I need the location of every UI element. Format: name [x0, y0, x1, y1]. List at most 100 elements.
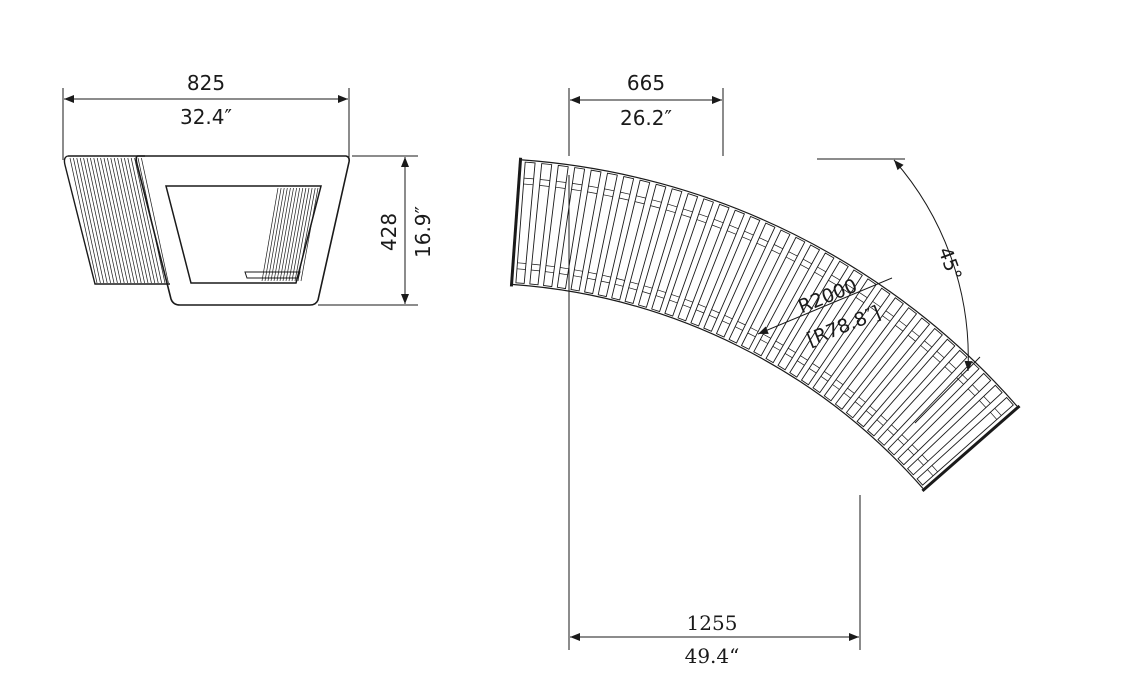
slat-support-mark: [683, 208, 693, 213]
slat-support-mark: [619, 197, 629, 201]
slat-support-mark: [858, 396, 866, 403]
top-depth-dimension: 665 26.2″: [568, 71, 724, 156]
slat-support-mark: [614, 283, 624, 287]
slat-support-mark: [907, 448, 915, 456]
bench-slat: [906, 384, 1003, 476]
bench-slat: [529, 163, 553, 286]
bench-slat: [916, 396, 1014, 486]
slat-support-mark: [956, 377, 964, 385]
slat-support-mark: [921, 454, 929, 462]
slat-support-mark: [876, 419, 884, 426]
slat-support-mark: [588, 271, 597, 275]
slat-support-mark: [854, 401, 862, 408]
slat-support-mark: [972, 384, 980, 392]
slat-support-mark: [684, 298, 694, 303]
slat-support-mark: [682, 304, 691, 309]
slat-support-mark: [885, 310, 895, 317]
slat-support-mark: [601, 280, 610, 284]
slat-support-mark: [983, 396, 991, 404]
slat-support-mark: [772, 345, 781, 351]
side-height-in-label: 16.9″: [411, 206, 435, 258]
slat-support-mark: [828, 279, 837, 286]
slat-support-mark: [858, 292, 868, 298]
slat-support-mark: [545, 265, 555, 268]
slat-support-mark: [927, 469, 934, 477]
top-length-in-label: 49.4“: [685, 644, 740, 668]
slat-support-mark: [771, 249, 781, 255]
slat-support-mark: [669, 299, 678, 304]
slat-support-mark: [960, 373, 969, 381]
slat-support-mark: [634, 201, 645, 205]
slat-support-mark: [539, 185, 550, 187]
slat-support-mark: [887, 429, 894, 436]
slat-support-mark: [571, 189, 582, 192]
bench-slat: [753, 244, 821, 357]
slat-support-mark: [636, 195, 646, 199]
slat-support-mark: [744, 230, 754, 236]
bench-slat: [765, 252, 835, 364]
slat-support-mark: [560, 267, 569, 270]
bench-slat: [789, 269, 863, 378]
bench-slat: [597, 175, 635, 298]
slat-support-mark: [831, 274, 841, 281]
top-length-mm-label: 1255: [687, 611, 738, 635]
slat-support-mark: [855, 297, 865, 303]
slat-support-mark: [657, 289, 667, 293]
slat-support-mark: [643, 285, 653, 289]
slat-support-mark: [711, 224, 722, 229]
top-length-dimension: 1255 49.4“: [568, 175, 861, 668]
slat-support-mark: [990, 412, 998, 420]
bench-slat: [703, 215, 761, 332]
slat-support-mark: [824, 371, 832, 377]
slat-support-mark: [531, 269, 540, 272]
slat-support-mark: [709, 314, 718, 319]
slat-support-mark: [523, 183, 534, 186]
slat-support-mark: [695, 309, 705, 314]
slat-support-mark: [832, 384, 840, 390]
slat-support-mark: [820, 376, 829, 382]
bench-slat: [887, 361, 980, 456]
slat-support-mark: [642, 291, 651, 295]
slat-support-mark: [800, 264, 809, 270]
slat-support-mark: [803, 258, 812, 265]
slat-support-mark: [587, 191, 598, 194]
slat-support-mark: [847, 387, 855, 394]
bench-slat: [637, 188, 683, 308]
slat-support-mark: [901, 434, 909, 441]
slat-support-mark: [788, 347, 796, 353]
slat-support-mark: [722, 320, 731, 325]
slat-support-mark: [775, 340, 784, 346]
slat-support-mark: [880, 415, 888, 422]
bench-slat: [542, 164, 569, 288]
slat-support-mark: [556, 180, 567, 183]
bench-slat: [728, 229, 791, 344]
slat-support-mark: [652, 199, 662, 203]
bench-slat: [690, 209, 745, 327]
slat-support-mark: [800, 355, 808, 361]
slat-support-mark: [897, 438, 905, 446]
slat-support-mark: [655, 295, 665, 299]
slat-support-mark: [726, 230, 737, 235]
slat-support-mark: [812, 363, 820, 369]
bench-slat: [777, 260, 849, 371]
top-depth-in-label: 26.2″: [620, 106, 672, 130]
bench-slat: [584, 172, 618, 295]
slat-support-mark: [588, 185, 599, 189]
slat-support-mark: [785, 256, 795, 262]
bench-slat: [897, 372, 992, 466]
slat-support-mark: [797, 360, 805, 366]
slat-support-mark: [620, 191, 631, 195]
slat-support-mark: [531, 263, 541, 266]
bench-slat: [515, 161, 536, 284]
bench-slat: [715, 222, 776, 338]
side-height-mm-label: 428: [377, 213, 401, 251]
top-view: 665 26.2″ R2000 [R78.8″] 45°: [509, 71, 1021, 668]
slat-support-mark: [967, 388, 976, 397]
slat-support-mark: [814, 271, 824, 278]
bench-slat: [677, 203, 730, 322]
slat-support-mark: [872, 301, 881, 308]
slat-support-mark: [750, 327, 759, 332]
slat-support-mark: [523, 177, 534, 180]
slat-support-mark: [587, 277, 596, 281]
